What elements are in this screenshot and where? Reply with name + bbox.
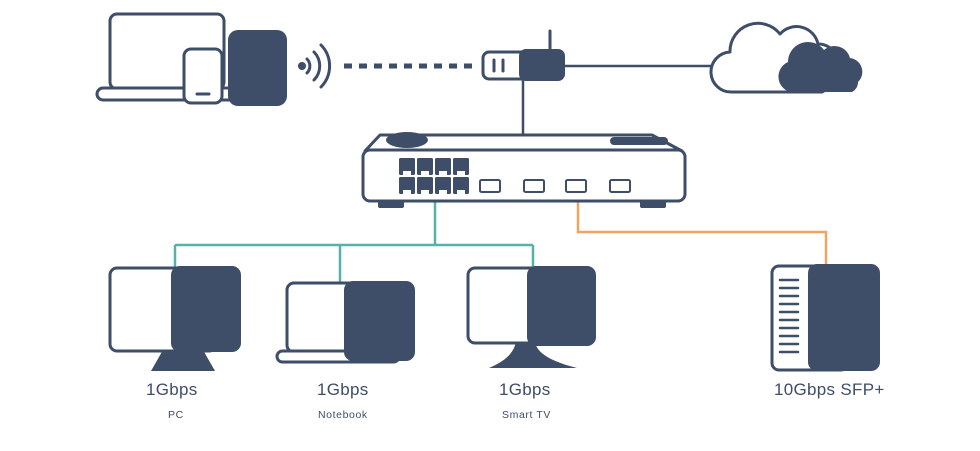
wifi-dot xyxy=(298,62,306,70)
monitor-stand xyxy=(151,350,215,371)
monitor-filled-panel xyxy=(171,266,241,352)
smart-tv-name-label: Smart TV xyxy=(502,409,551,421)
smart-tv-speed-label: 1Gbps xyxy=(499,380,551,399)
sfp-plus-link xyxy=(576,200,828,270)
wifi-wave-medium xyxy=(312,50,322,82)
switch-top-vent xyxy=(610,137,668,145)
notebook-name-label: Notebook xyxy=(318,409,368,421)
tablet-icon xyxy=(228,30,287,106)
wifi-wave-small xyxy=(305,57,312,75)
nas-drive-bays xyxy=(778,278,800,354)
router-module xyxy=(519,49,565,81)
pc-speed-label: 1Gbps xyxy=(146,380,198,399)
notebook-icon xyxy=(275,281,415,364)
network-switch-icon xyxy=(361,132,687,208)
client-devices-icon xyxy=(95,12,287,106)
nas-speed-label: 10Gbps SFP+ xyxy=(774,380,885,399)
rj45-ports xyxy=(399,158,469,194)
switch-top-knob xyxy=(386,132,428,148)
smart-tv-icon xyxy=(466,266,596,368)
smartphone-icon xyxy=(182,47,224,105)
cloud-icon xyxy=(709,21,863,94)
notebook-speed-label: 1Gbps xyxy=(317,380,369,399)
cloud-filled xyxy=(778,42,863,92)
nas-filled-panel xyxy=(808,264,880,371)
pc-icon xyxy=(108,266,241,371)
wifi-signal-icon xyxy=(298,43,332,89)
gigabit-links xyxy=(173,200,535,287)
sfp-ports xyxy=(479,179,631,193)
wifi-wave-large xyxy=(319,43,332,89)
wireless-router-icon xyxy=(481,29,565,81)
nas-icon xyxy=(770,264,880,372)
pc-name-label: PC xyxy=(168,409,184,421)
tv-filled-panel xyxy=(527,266,596,346)
tv-stand xyxy=(489,342,577,368)
notebook-filled-panel xyxy=(344,281,415,361)
